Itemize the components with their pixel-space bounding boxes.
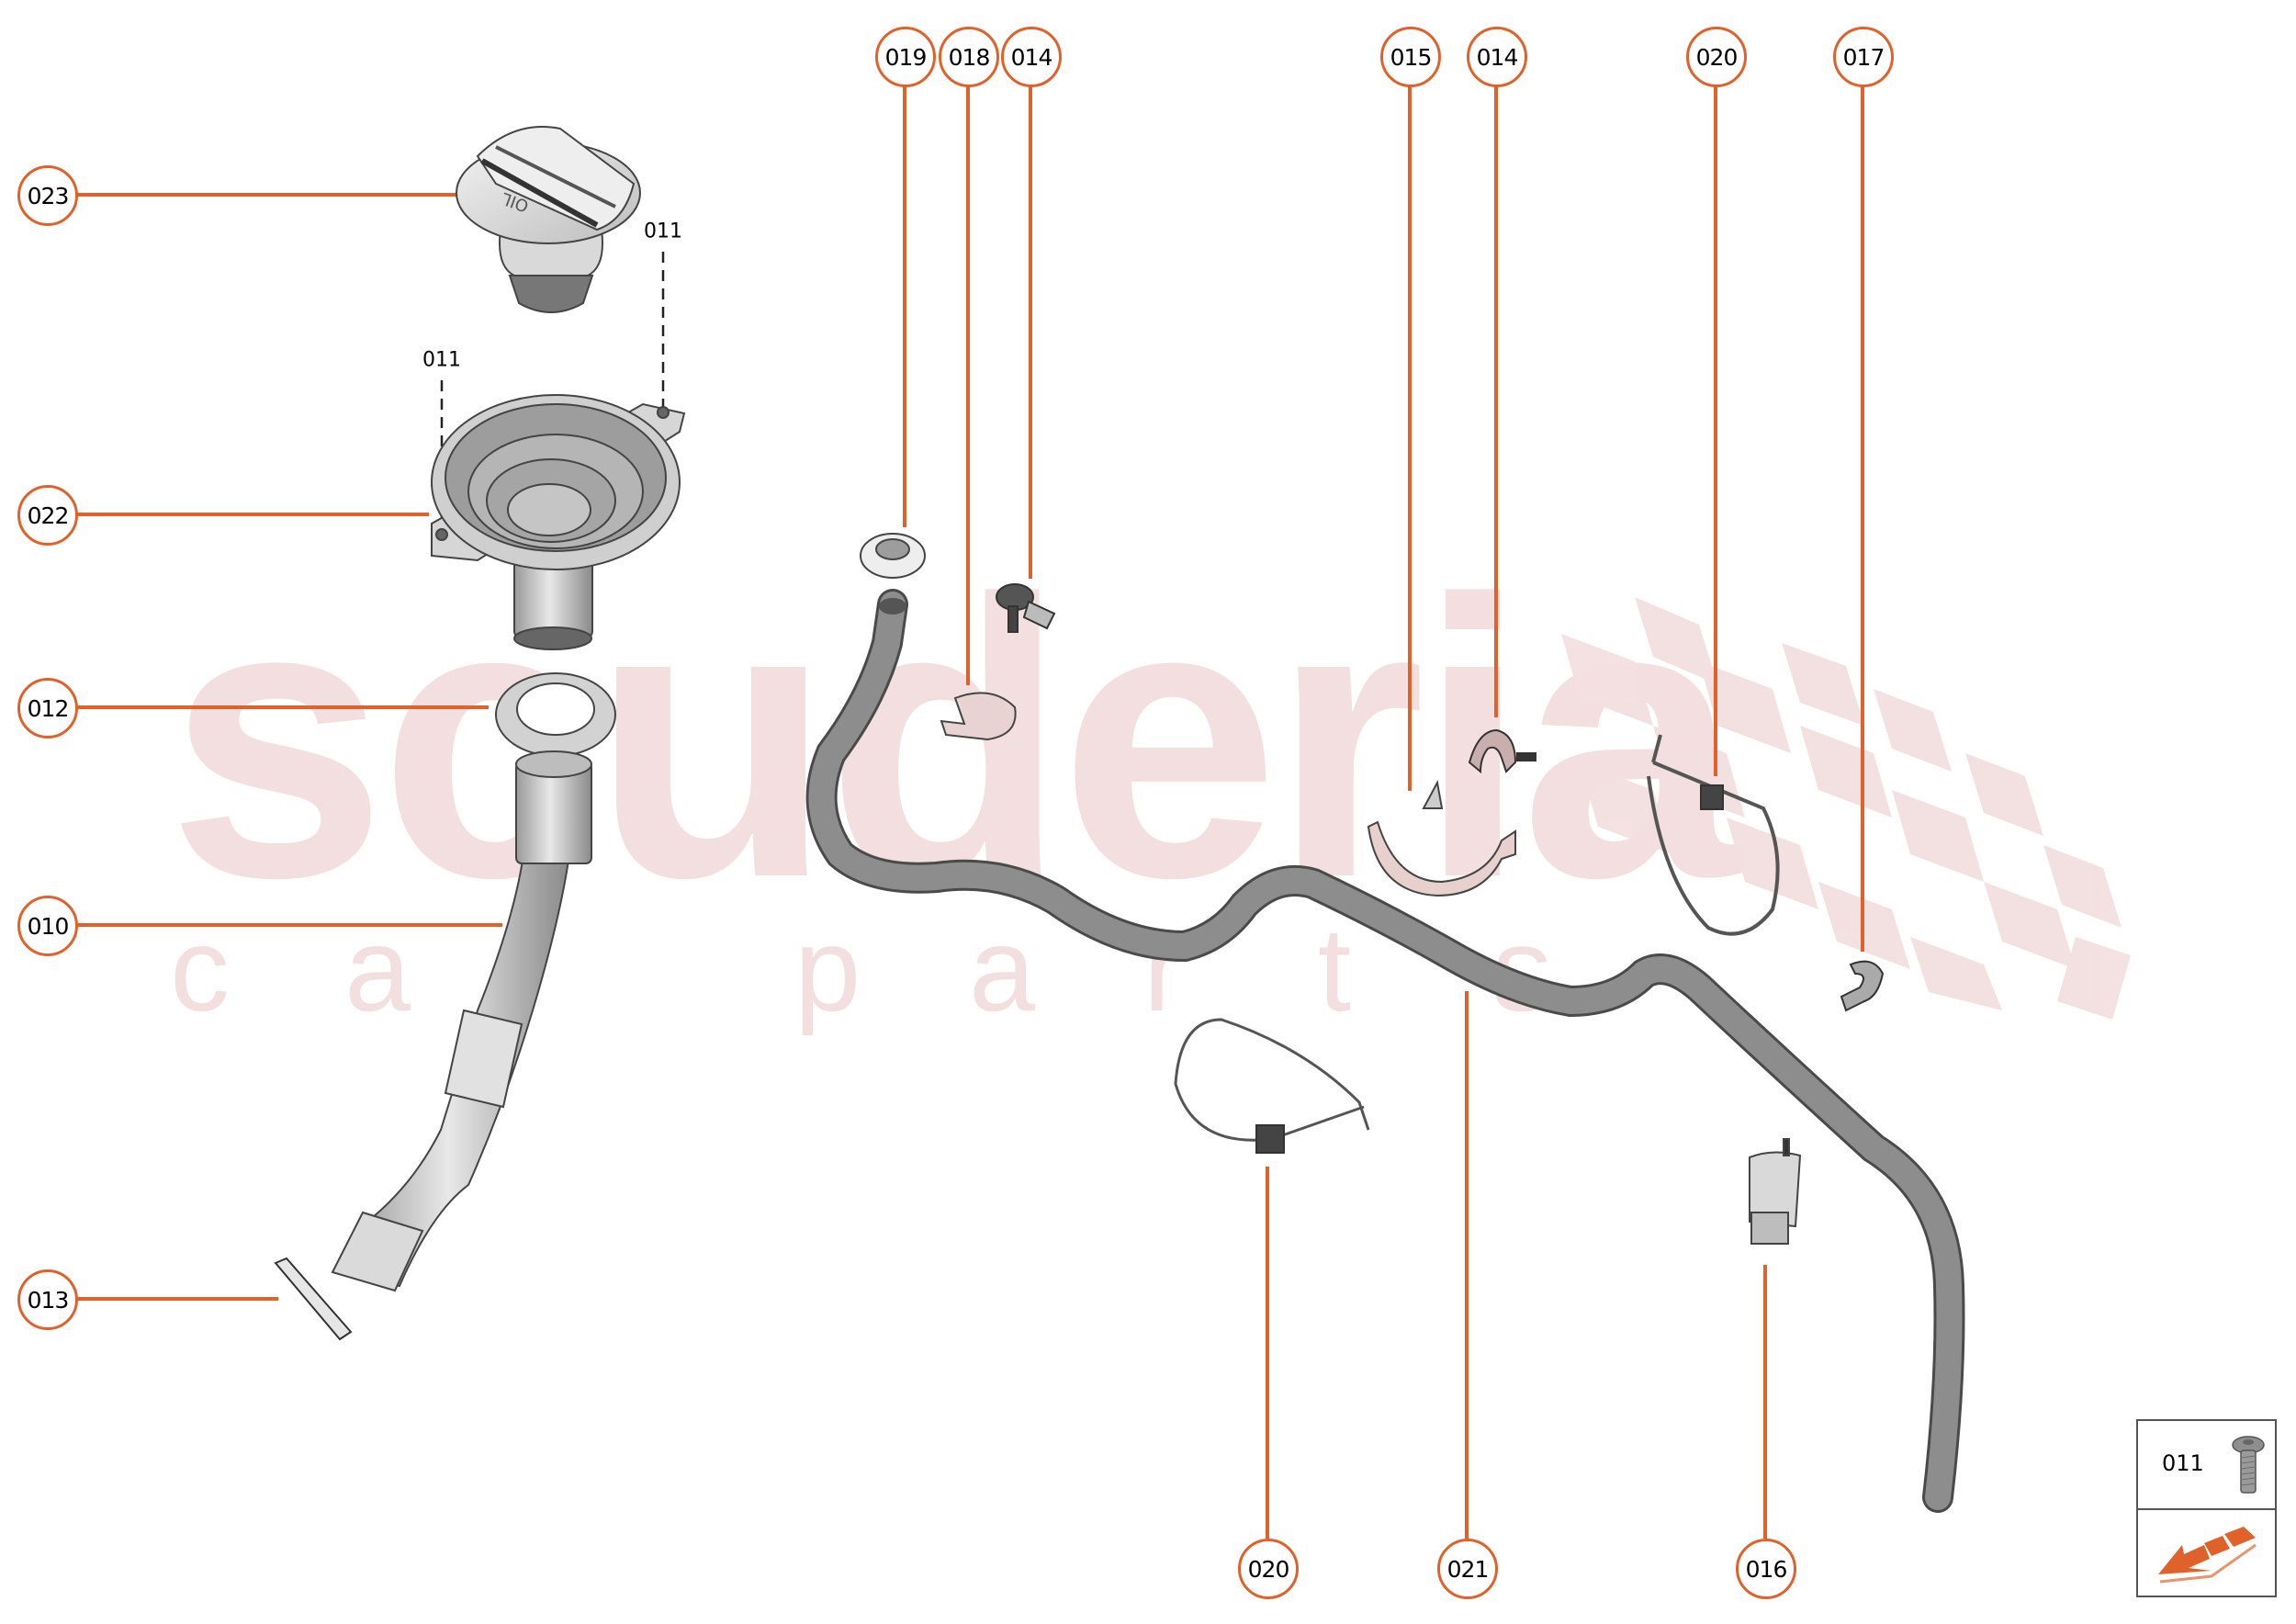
watermark-letter: p xyxy=(794,902,861,1036)
cable-tie-020a xyxy=(1647,734,1780,936)
callout-020-cable-tie[interactable]: 020 xyxy=(1686,27,1747,87)
callout-020-cable-tie[interactable]: 020 xyxy=(1238,1539,1299,1599)
callout-023-oil-cap[interactable]: 023 xyxy=(17,165,78,226)
grommet xyxy=(860,533,926,579)
callout-022-filler-neck[interactable]: 022 xyxy=(17,485,78,546)
callout-018-hose-clamp[interactable]: 018 xyxy=(939,27,999,87)
callout-019-grommet[interactable]: 019 xyxy=(875,27,936,87)
watermark-letter: c xyxy=(170,902,230,1036)
clip-017 xyxy=(1840,960,1885,1012)
watermark-letter: t xyxy=(1318,902,1352,1036)
leader-lines xyxy=(76,85,1864,1539)
watermark-letter: a xyxy=(969,902,1036,1036)
callout-015-pipe-clamp[interactable]: 015 xyxy=(1380,27,1441,87)
callout-017-clip[interactable]: 017 xyxy=(1833,27,1894,87)
watermark-checkered-flag xyxy=(1561,597,2131,1020)
oil-filler-cap: OIL xyxy=(456,126,641,313)
callout-014-spring-clip[interactable]: 014 xyxy=(1001,27,1062,87)
callout-014-spring-clip[interactable]: 014 xyxy=(1467,27,1527,87)
callout-013-small-ring[interactable]: 013 xyxy=(17,1269,78,1330)
screw-icon xyxy=(2232,1436,2265,1494)
breather-hose xyxy=(805,589,1965,1513)
legend-screw-row: 011 xyxy=(2138,1421,2275,1510)
watermark-letter: a xyxy=(344,902,411,1036)
callout-021-breather-hose[interactable]: 021 xyxy=(1437,1539,1498,1599)
small-seal-ring xyxy=(274,1257,353,1341)
callout-016-band-clamp[interactable]: 016 xyxy=(1736,1539,1796,1599)
spring-clip-014b xyxy=(1468,728,1536,774)
callout-010-filler-tube[interactable]: 010 xyxy=(17,896,78,956)
band-clamp-016 xyxy=(1749,1138,1802,1245)
orange-arrow-icon[interactable] xyxy=(2156,1517,2262,1591)
filler-tube xyxy=(331,750,592,1292)
cable-tie-020b xyxy=(1174,1018,1370,1154)
legend-code: 011 xyxy=(2162,1450,2204,1476)
screw-reference-label: 011 xyxy=(644,220,682,243)
pipe-clamp-015 xyxy=(1367,779,1516,897)
filler-neck xyxy=(431,394,686,650)
legend-box: 011 xyxy=(2136,1419,2277,1597)
spring-clip-014a xyxy=(996,583,1056,633)
hose-clamp-018 xyxy=(940,692,1017,741)
screw-reference-label: 011 xyxy=(422,348,461,372)
seal-ring xyxy=(495,672,616,757)
callout-012-seal-ring[interactable]: 012 xyxy=(17,678,78,739)
